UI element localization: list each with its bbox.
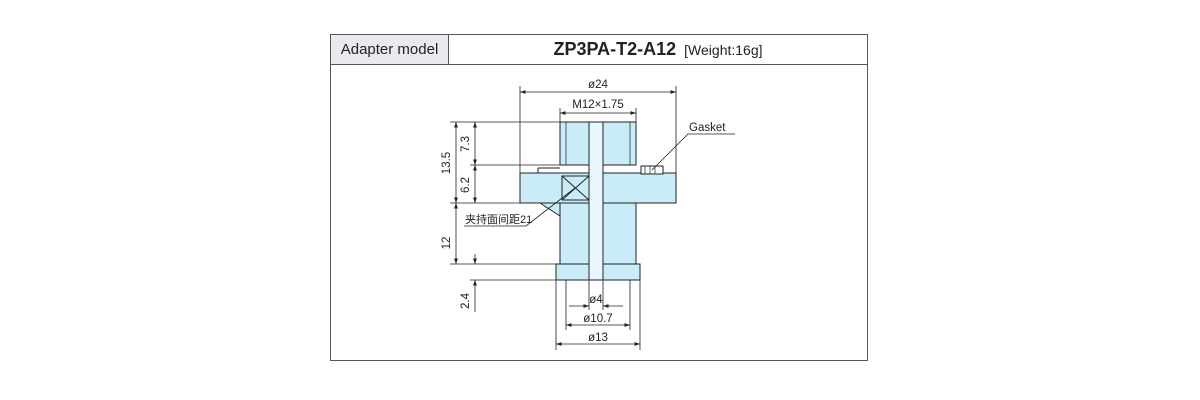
label-wrench-flat: 夹持面间距21 <box>465 212 532 226</box>
label-flange-height: 6.2 <box>460 177 472 193</box>
adapter-part <box>519 121 677 281</box>
label-top-total: 13.5 <box>441 152 453 174</box>
label-thread: M12×1.75 <box>572 99 623 111</box>
label-gasket: Gasket <box>689 122 726 134</box>
adapter-model-label: Adapter model <box>331 35 449 65</box>
adapter-panel: Adapter model ZP3PA-T2-A12 [Weight:16g] <box>330 34 868 361</box>
label-neck-dia: ø10.7 <box>583 313 612 325</box>
weight-label: [Weight:16g] <box>684 41 763 58</box>
label-hole-dia: ø4 <box>589 294 603 306</box>
center-hole <box>588 121 604 281</box>
horizontal-dimensions <box>519 86 677 350</box>
label-base-dia: ø13 <box>588 332 608 344</box>
label-outer-dia: ø24 <box>588 79 608 91</box>
adapter-title: ZP3PA-T2-A12 [Weight:16g] <box>449 35 867 65</box>
wrench-flat-mark <box>561 175 590 201</box>
leader-lines <box>464 133 735 227</box>
vertical-dimensions <box>450 121 560 312</box>
wrench-flat-leader <box>464 187 576 227</box>
model-number: ZP3PA-T2-A12 <box>553 39 677 59</box>
gasket-leader <box>651 133 735 171</box>
label-base-height: 2.4 <box>460 292 472 309</box>
dimension-labels: ø24 M12×1.75 ø4 ø10.7 ø13 13.5 7.3 6.2 1… <box>441 79 726 344</box>
label-body-height: 12 <box>441 237 453 250</box>
label-thread-height: 7.3 <box>460 136 472 152</box>
